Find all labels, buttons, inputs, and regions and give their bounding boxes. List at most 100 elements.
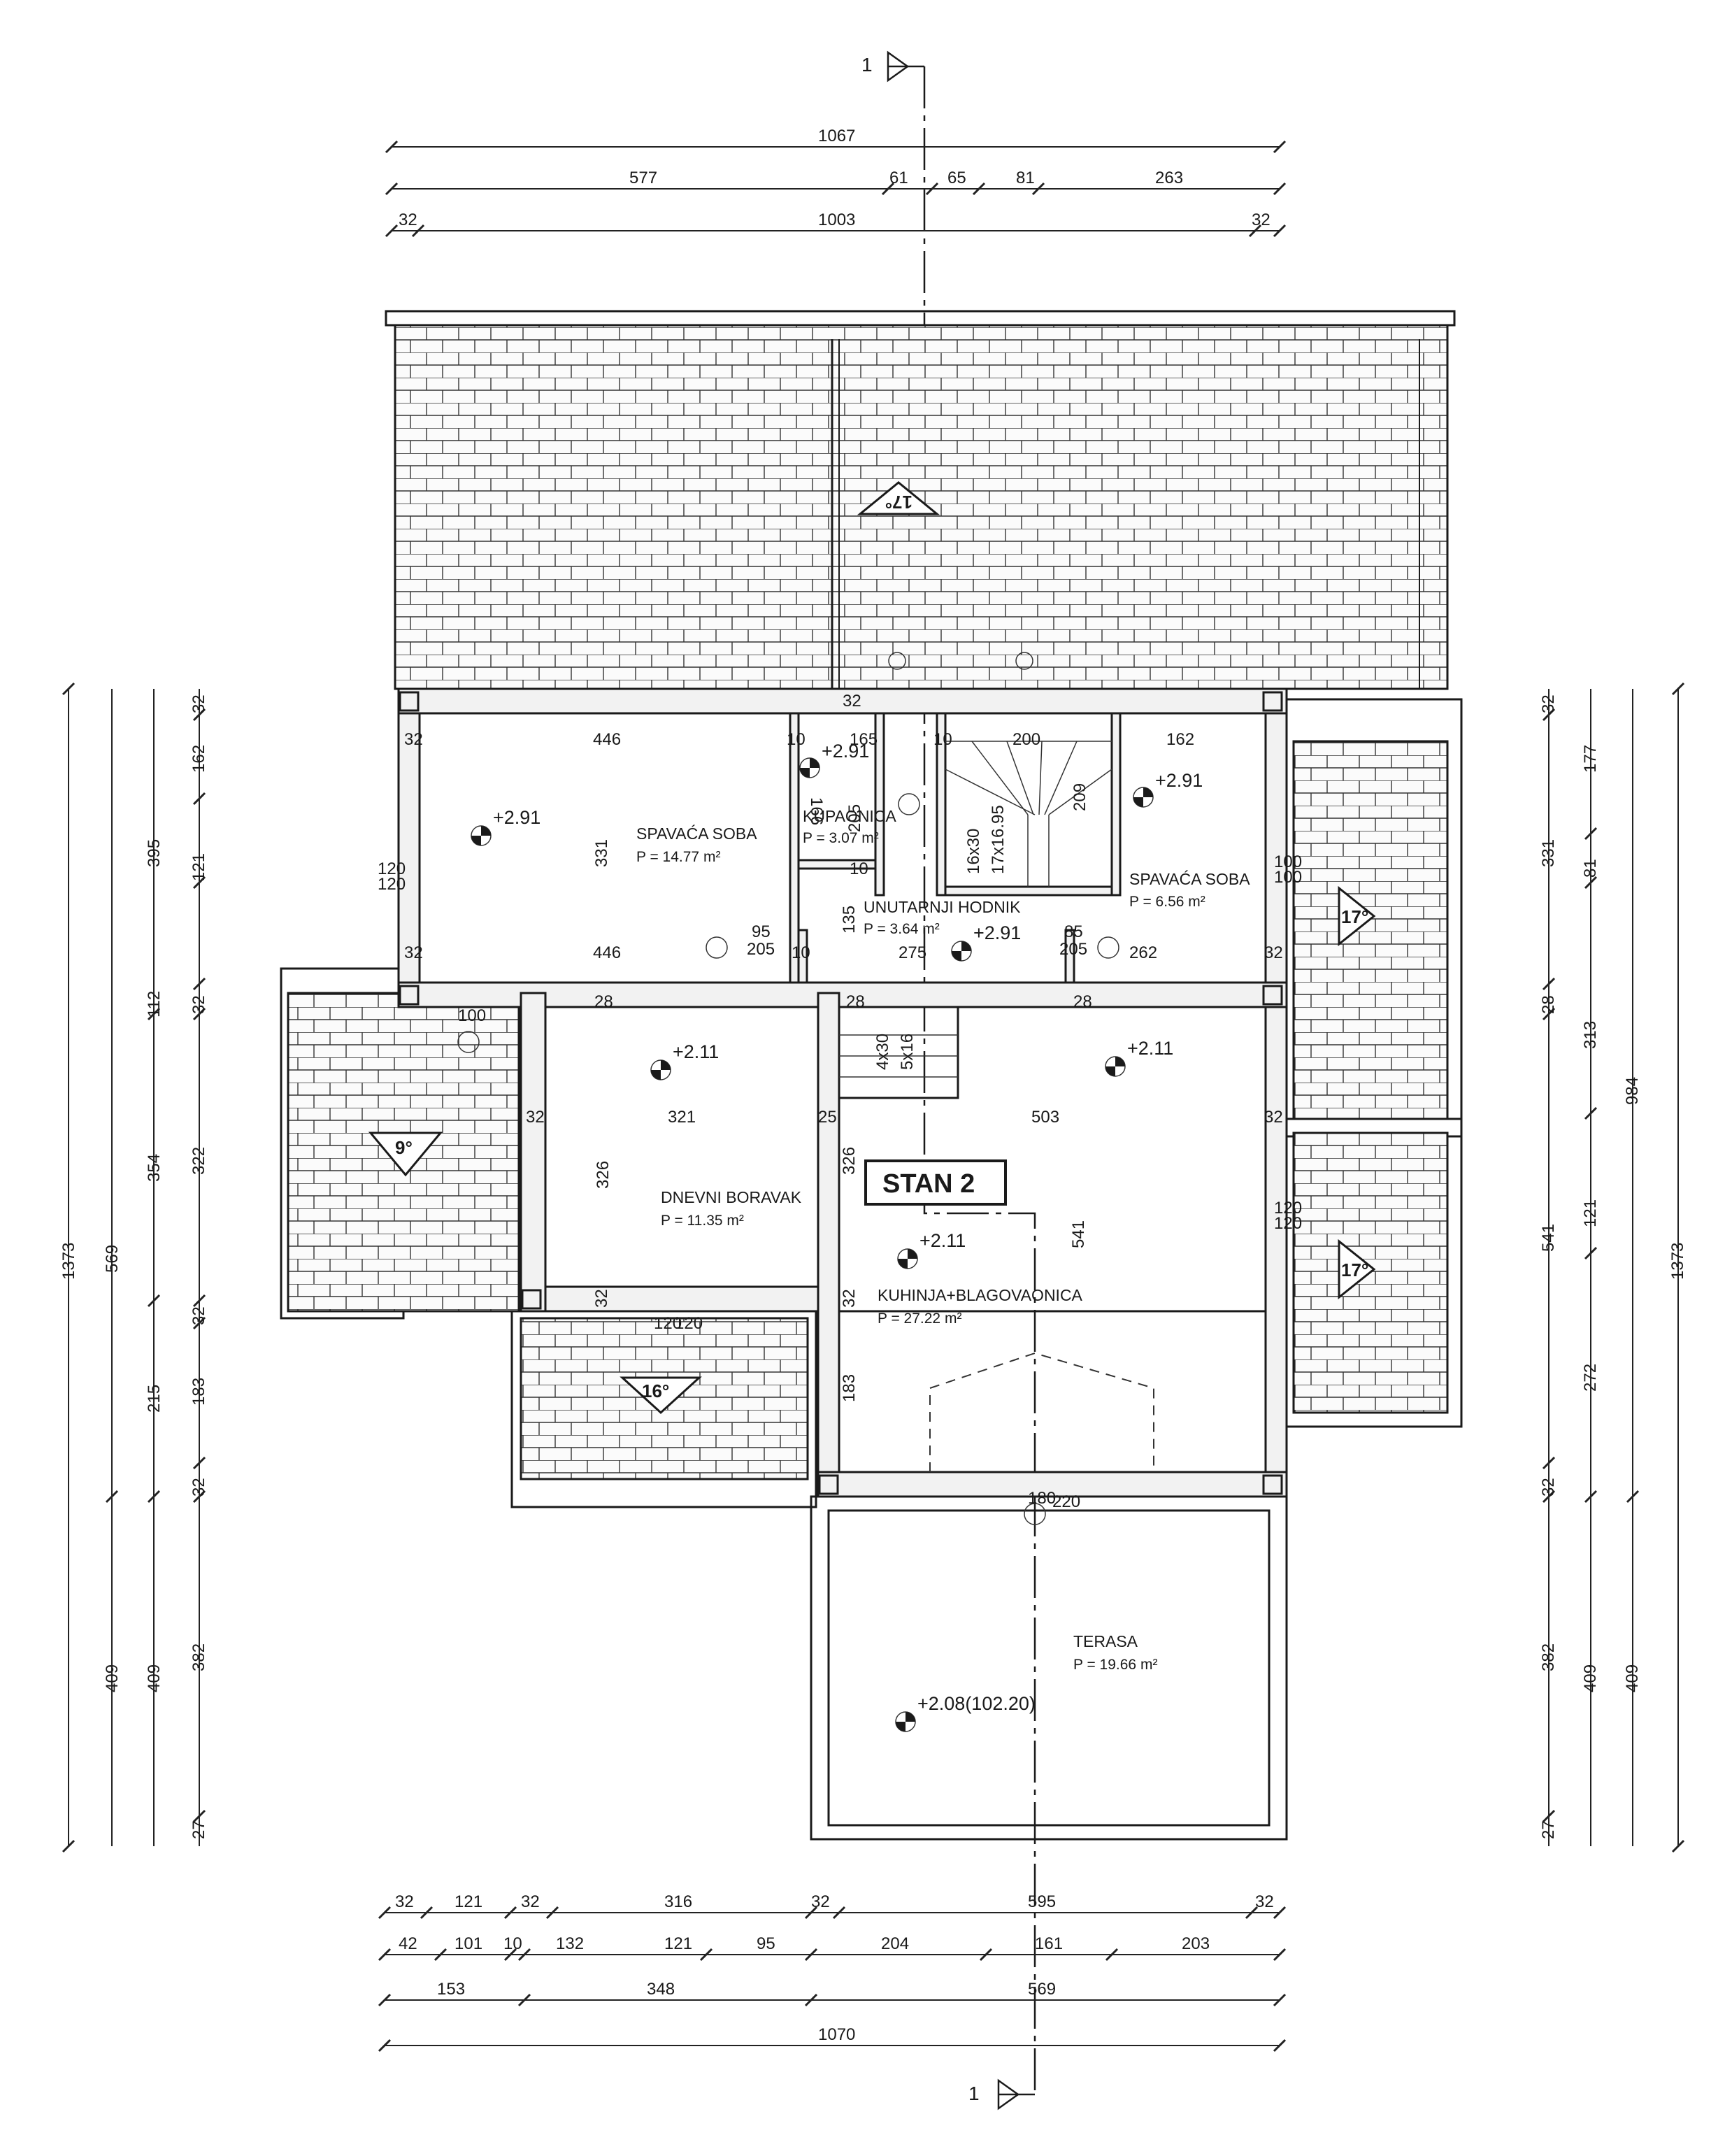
dim-left-409b: 409 — [145, 1664, 164, 1692]
room-area-bedroom-1: P = 14.77 m² — [636, 849, 720, 865]
dim-wall-32a: 32 — [404, 730, 423, 749]
apartment-label-box: STAN 2 — [864, 1159, 1007, 1206]
bottom-dimensions: 32 121 32 316 32 595 32 42 101 10 132 12… — [378, 1892, 1287, 2053]
apartment-label: STAN 2 — [882, 1169, 975, 1199]
dim-bed1-height: 331 — [592, 839, 611, 867]
dim-win-120a: 120 — [378, 859, 406, 878]
roof-slope-west: 9° — [395, 1137, 413, 1158]
dim-left-1373: 1373 — [59, 1243, 78, 1280]
dim-wall-32f: 32 — [526, 1108, 545, 1127]
dim-left-395: 395 — [145, 839, 164, 867]
dim-wall-28c: 28 — [1073, 992, 1092, 1011]
dim-win-180: 180 — [1028, 1489, 1056, 1508]
room-area-terrace: P = 19.66 m² — [1073, 1657, 1157, 1673]
level-terrace: +2.08(102.20) — [917, 1693, 1036, 1714]
dim-bottom-r3-153: 153 — [437, 1980, 465, 1999]
room-area-kitchen: P = 27.22 m² — [878, 1311, 961, 1327]
level-markers: +2.91 +2.91 +2.91 +2.91 +2.11 +2.11 +2.1… — [471, 741, 1203, 1732]
right-dimensions: 32 331 28 541 32 382 27 177 81 313 121 2… — [1539, 682, 1687, 1853]
dim-living-h: 326 — [594, 1161, 613, 1189]
dim-bottom-r2-42: 42 — [399, 1934, 417, 1953]
roof-slope-east2: 17° — [1341, 1259, 1368, 1280]
dim-bottom-r1-32d: 32 — [1255, 1892, 1274, 1911]
dim-top-81: 81 — [1016, 169, 1035, 187]
dim-left-382: 382 — [189, 1643, 208, 1671]
dim-bed1-bottom: 446 — [593, 943, 621, 962]
section-label-top: 1 — [861, 54, 873, 76]
section-arrow-bottom-icon — [997, 2078, 1020, 2111]
dim-bath-h: 205 — [845, 804, 864, 832]
dim-bottom-r3-569: 569 — [1028, 1980, 1056, 1999]
dim-win-120c: 120 — [1274, 1199, 1302, 1218]
dim-kitchen-183: 183 — [840, 1374, 859, 1402]
level-marker-bedroom-2: +2.91 — [1133, 770, 1203, 808]
dim-right-272: 272 — [1581, 1364, 1600, 1392]
level-kitchen: +2.11 — [919, 1230, 966, 1251]
room-name-kitchen: KUHINJA+BLAGOVAONICA — [878, 1286, 1083, 1304]
roof-slope-arrow-icon — [857, 481, 940, 515]
dim-bottom-r1-32b: 32 — [521, 1892, 540, 1911]
dim-left-32b: 32 — [189, 995, 208, 1014]
dim-wall-32c: 32 — [843, 692, 861, 711]
level-bedroom-1: +2.91 — [493, 807, 541, 828]
stair-label-3: 4x30 — [873, 1034, 892, 1070]
level-hallway: +2.91 — [973, 922, 1021, 943]
dim-top-65: 65 — [947, 169, 966, 187]
level-marker-kitchen: +2.11 — [897, 1230, 966, 1269]
dim-bed1-top: 446 — [593, 730, 621, 749]
dim-wall-25: 25 — [818, 1108, 837, 1127]
dim-bath-side: 166 — [807, 797, 826, 825]
dim-right-313: 313 — [1581, 1021, 1600, 1049]
dim-win-100b: 100 — [1274, 868, 1302, 887]
room-area-living: P = 11.35 m² — [661, 1213, 744, 1229]
dim-bottom-r2-161: 161 — [1035, 1934, 1063, 1953]
dim-right-984: 984 — [1623, 1077, 1642, 1105]
dim-win-220: 220 — [1052, 1492, 1080, 1511]
dim-wall-32b: 32 — [404, 943, 423, 962]
dim-wall-10b: 10 — [850, 859, 868, 878]
dim-right-177: 177 — [1581, 745, 1600, 773]
roof-slope-north: 17° — [885, 492, 912, 513]
dim-bottom-r2-132: 132 — [556, 1934, 584, 1953]
dim-wall-32e: 32 — [1264, 1108, 1283, 1127]
dim-top-577: 577 — [629, 169, 657, 187]
dim-left-215: 215 — [145, 1385, 164, 1413]
level-marker-east: +2.11 — [1105, 1038, 1173, 1077]
level-marker-terrace: +2.08(102.20) — [895, 1693, 1036, 1732]
level-living: +2.11 — [673, 1041, 719, 1062]
top-dimensions: 1067 577 61 65 81 263 32 1003 32 — [385, 127, 1287, 238]
dim-kitchen-h: 326 — [840, 1147, 859, 1175]
dim-wall-28b: 28 — [846, 992, 865, 1011]
section-arrow-top-icon — [887, 50, 910, 83]
dim-bottom-r2-203: 203 — [1182, 1934, 1210, 1953]
dim-wall-32g: 32 — [592, 1289, 611, 1308]
dim-top-32b: 32 — [1252, 210, 1271, 229]
dim-left-121: 121 — [189, 853, 208, 881]
dim-bottom-r3-348: 348 — [647, 1980, 675, 1999]
dim-hall-side: 135 — [840, 906, 859, 934]
dim-left-183: 183 — [189, 1378, 208, 1406]
doors — [457, 793, 1119, 1525]
dim-bottom-r2-101: 101 — [454, 1934, 482, 1953]
dim-left-27: 27 — [189, 1820, 208, 1839]
stair-label-4: 5x16 — [898, 1034, 917, 1070]
dim-top-1003: 1003 — [818, 210, 855, 229]
roof-south-west: 16° — [510, 1310, 817, 1508]
dim-win-100c: 100 — [458, 1006, 486, 1025]
roof-slope-arrow-south-icon — [620, 1376, 702, 1415]
dim-top-61: 61 — [889, 169, 908, 187]
left-dimensions: 1373 569 409 395 112 354 215 409 32 162 … — [59, 682, 208, 1853]
section-label-bottom: 1 — [968, 2083, 980, 2104]
dim-bottom-r1-595: 595 — [1028, 1892, 1056, 1911]
roof-east: 17° 17° — [1285, 698, 1463, 1428]
dim-right-1373: 1373 — [1668, 1243, 1687, 1280]
dim-left-322: 322 — [189, 1147, 208, 1175]
dim-right-32b: 32 — [1539, 1478, 1558, 1497]
dim-bottom-overall: 1070 — [818, 2025, 855, 2044]
level-bedroom-2: +2.91 — [1155, 770, 1203, 791]
dim-right-32a: 32 — [1539, 694, 1558, 713]
dim-win-120d: 120 — [1274, 1214, 1302, 1233]
dim-top-32a: 32 — [399, 210, 417, 229]
dim-bed2-top: 162 — [1166, 730, 1194, 749]
level-marker-living: +2.11 — [650, 1041, 719, 1080]
